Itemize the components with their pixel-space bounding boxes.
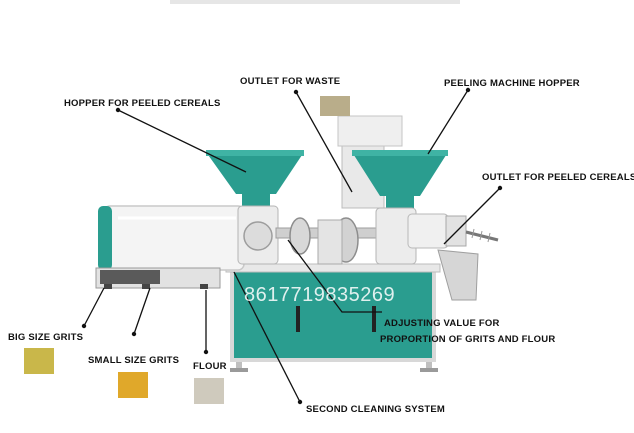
leader-dot <box>497 185 503 191</box>
cabinet-handle <box>372 306 376 332</box>
leader-dot <box>293 89 299 95</box>
label-big-grits: BIG SIZE GRITS <box>8 332 84 343</box>
big-grits-sample-swatch <box>24 348 54 374</box>
left-mill-disc <box>243 221 273 251</box>
phone-watermark: 8617719835269 <box>244 284 396 306</box>
label-adjusting-line2: PROPORTION OF GRITS AND FLOUR <box>380 334 556 345</box>
leader-dot <box>465 87 471 93</box>
hopper-peeled <box>206 152 304 194</box>
label-outlet-waste: OUTLET FOR WASTE <box>240 76 341 87</box>
label-hopper-peeled: HOPPER FOR PEELED CEREALS <box>64 98 221 109</box>
label-second-cleaning: SECOND CLEANING SYSTEM <box>306 404 445 415</box>
waste-sample-swatch <box>320 96 350 116</box>
leader-hopper-peeled <box>117 109 247 173</box>
adjust-screw <box>465 230 499 242</box>
leader-dot <box>203 349 209 355</box>
leader-dot <box>297 399 303 405</box>
label-flour: FLOUR <box>193 361 227 372</box>
leader-outlet-waste <box>295 91 353 193</box>
cabinet-top-plate <box>225 263 441 273</box>
outlet-spout <box>200 284 208 289</box>
adjust-screw-thread <box>471 228 475 239</box>
label-small-grits: SMALL SIZE GRITS <box>88 355 180 366</box>
flour-sample-swatch <box>194 378 224 404</box>
top-edge-strip <box>170 0 460 4</box>
hopper-peeling-rim <box>352 150 448 156</box>
sieve-cylinder-end <box>98 206 112 270</box>
leader-dot <box>81 323 87 329</box>
hopper-peeling-neck <box>386 196 414 210</box>
outlet-spout <box>142 284 150 289</box>
leader-adjusting <box>287 239 382 313</box>
leader-big-grits <box>83 287 105 327</box>
outlet-spout <box>104 284 112 289</box>
hopper-peeling <box>352 152 448 196</box>
leader-outlet-peeled <box>443 187 501 245</box>
hopper-peeled-rim <box>206 150 304 156</box>
base-foot <box>420 368 438 372</box>
sieve-cylinder <box>103 205 245 271</box>
leader-second-cleaning <box>233 271 301 403</box>
waste-chimney-top <box>337 115 403 147</box>
leader-small-grits <box>133 287 151 335</box>
leader-dot <box>131 331 137 337</box>
base-foot <box>230 368 248 372</box>
cabinet-handle <box>296 306 300 332</box>
small-grits-sample-swatch <box>118 372 148 398</box>
label-peeling-hopper: PEELING MACHINE HOPPER <box>444 78 580 89</box>
peeler-barrel <box>407 213 449 249</box>
base-cabinet <box>230 266 436 362</box>
leader-peeling-hopper <box>427 89 469 155</box>
label-outlet-peeled: OUTLET FOR PEELED CEREALS <box>482 172 634 183</box>
leader-dot <box>115 107 121 113</box>
label-adjusting-line1: ADJUSTING VALUE FOR <box>384 318 500 329</box>
adjust-screw-thread <box>487 232 491 243</box>
peeler-end-cap <box>445 215 467 247</box>
hopper-peeled-neck <box>242 194 270 208</box>
adjust-screw-thread <box>479 230 483 241</box>
motor-block <box>317 219 343 265</box>
peeled-outlet-chute <box>437 249 479 301</box>
outlet-tray-panel <box>100 270 160 284</box>
pulley <box>289 217 311 255</box>
